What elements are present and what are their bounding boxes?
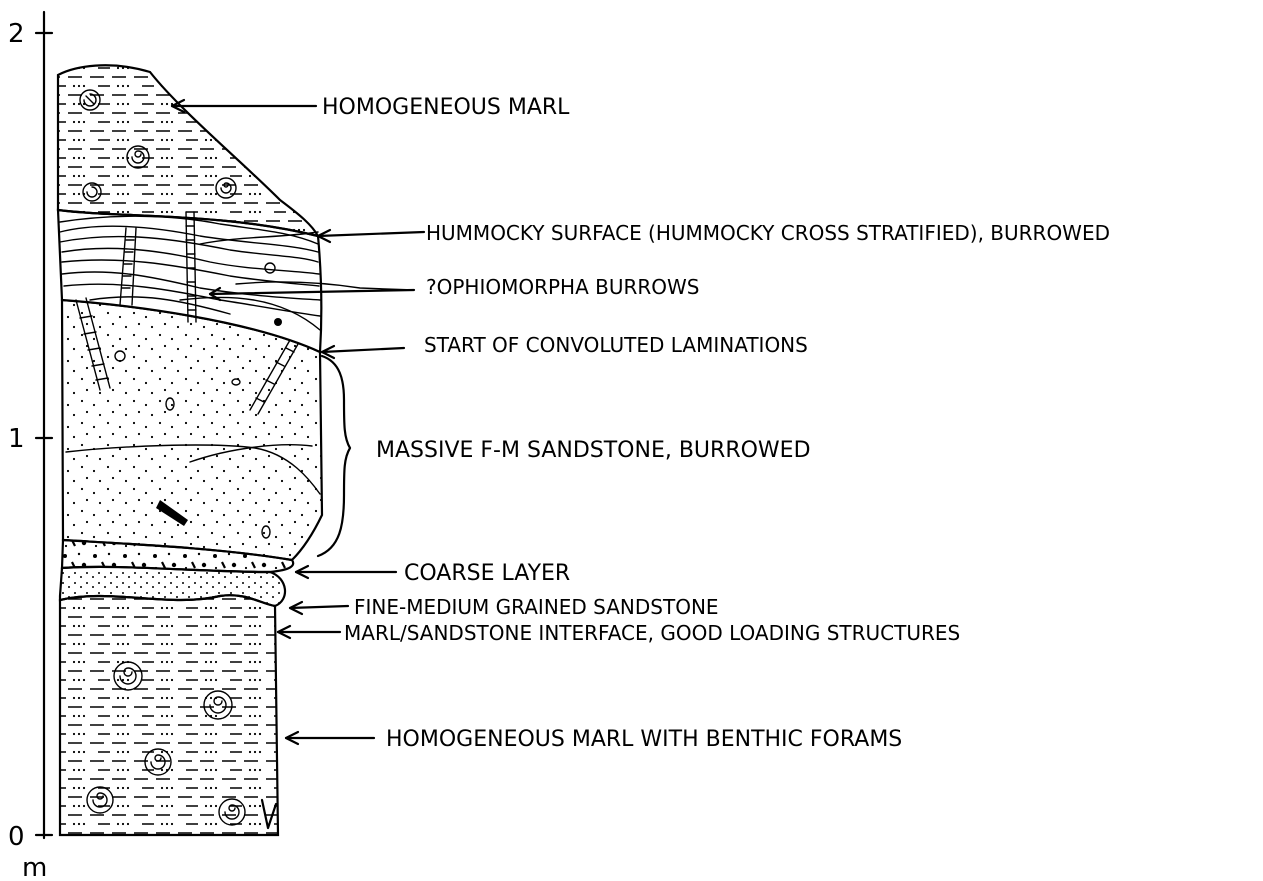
label-fine-medium-sandstone: FINE-MEDIUM GRAINED SANDSTONE [354, 595, 719, 619]
label-coarse-layer: COARSE LAYER [404, 561, 570, 586]
scale-bar: 2 1 0 m [8, 12, 52, 881]
label-massive-sandstone: MASSIVE F-M SANDSTONE, BURROWED [376, 438, 811, 463]
label-hummocky-surface: HUMMOCKY SURFACE (HUMMOCKY CROSS STRATIF… [426, 221, 1110, 245]
scale-label-1: 1 [8, 424, 25, 454]
label-homogeneous-marl: HOMOGENEOUS MARL [322, 95, 570, 120]
label-marl-sandstone-interface: MARL/SANDSTONE INTERFACE, GOOD LOADING S… [344, 621, 960, 645]
layer-lower-marl [60, 595, 278, 835]
label-convoluted-laminations: START OF CONVOLUTED LAMINATIONS [424, 333, 808, 357]
scale-label-2: 2 [8, 19, 25, 49]
label-marl-benthic-forams: HOMOGENEOUS MARL WITH BENTHIC FORAMS [386, 727, 902, 752]
label-ophiomorpha-burrows: ?OPHIOMORPHA BURROWS [426, 275, 700, 299]
scale-label-0: 0 [8, 822, 25, 852]
layer-upper-marl [58, 65, 318, 236]
massive-sandstone-brace [318, 356, 350, 556]
scale-unit: m [22, 853, 47, 881]
